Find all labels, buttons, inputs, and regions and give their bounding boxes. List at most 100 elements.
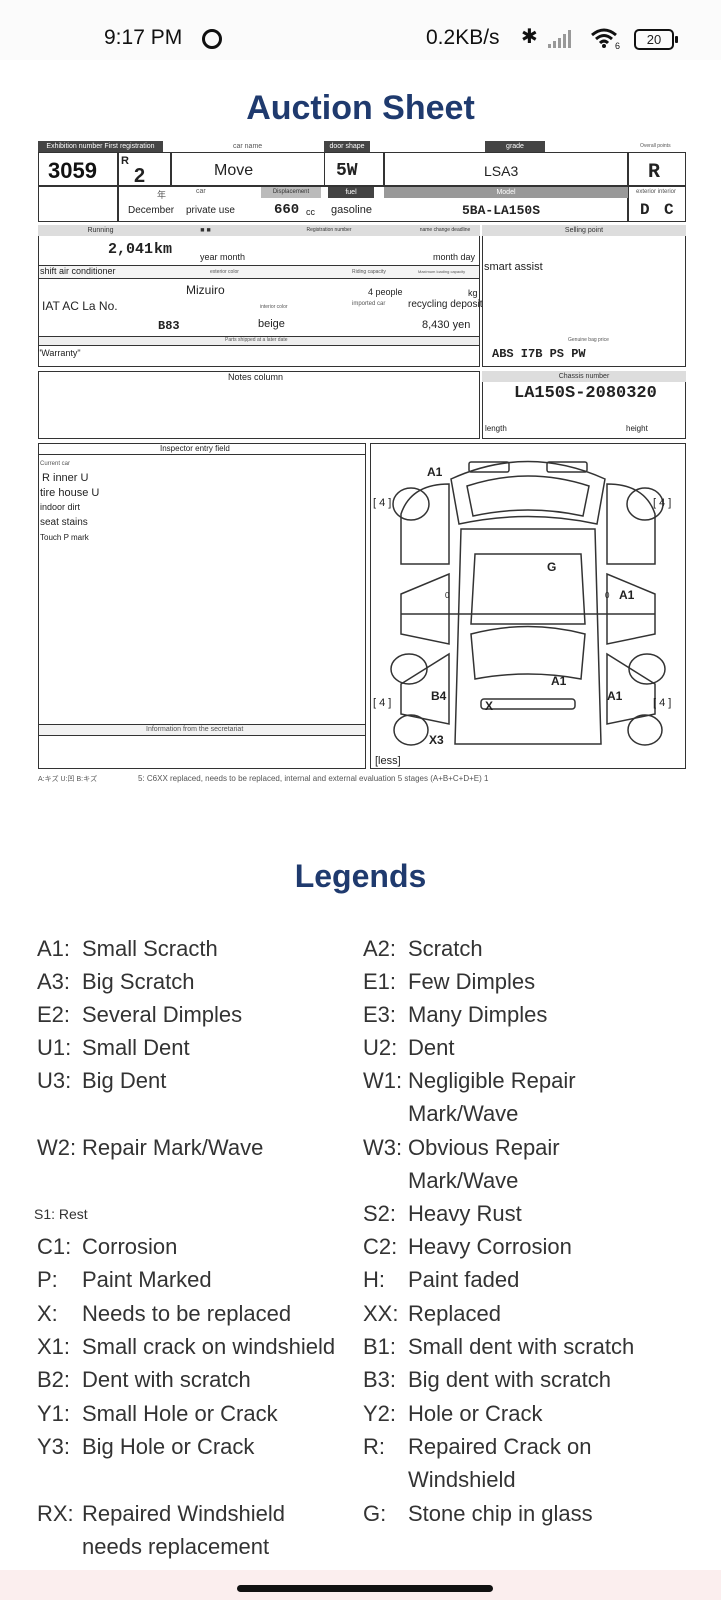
recycling-header: recycling deposit xyxy=(408,299,483,310)
riding-cap-header: Riding capacity xyxy=(352,269,386,275)
car-diagram-drawing: A1 [ 4 ] [ 4 ] G 0 0 A1 A1 A1 B4 [ 4 ] [… xyxy=(373,460,671,767)
recycling-deposit: 8,430 yen xyxy=(422,319,471,331)
legend-item: C2:Heavy Corrosion xyxy=(363,1234,572,1259)
year-month: year month xyxy=(200,252,246,262)
auction-sheet: Exhibition number First registration car… xyxy=(38,141,696,787)
less-label: [less] xyxy=(375,755,401,767)
legend-item: E2:Several Dimples xyxy=(37,1002,243,1027)
mark-a1-right: A1 xyxy=(619,588,635,602)
legend-item: H:Paint faded xyxy=(363,1267,520,1292)
wifi-badge: 6 xyxy=(615,41,620,49)
legend-item: B2:Dent with scratch xyxy=(37,1367,251,1392)
legend-item: Y1:Small Hole or Crack xyxy=(37,1401,278,1426)
inspector-note-1: R inner U xyxy=(42,472,89,484)
lot-number: 3059 xyxy=(48,158,97,183)
legend-item: RX:Repaired Windshield xyxy=(37,1501,285,1526)
mileage: 2,041 xyxy=(108,241,154,258)
inspector-header-row xyxy=(38,443,366,455)
kg-unit: kg xyxy=(468,288,478,298)
legend-item: U1:Small Dent xyxy=(37,1035,190,1060)
inspector-note-2: tire house U xyxy=(40,487,100,499)
fuel: gasoline xyxy=(331,204,372,216)
first-reg-cell xyxy=(118,152,171,186)
height-label: height xyxy=(626,424,648,433)
legend-item: E1:Few Dimples xyxy=(363,969,536,994)
exhibition-header: Exhibition number First registration xyxy=(38,141,163,152)
legend-item: B1:Small dent with scratch xyxy=(363,1334,635,1359)
legend-item: C1:Corrosion xyxy=(37,1234,178,1259)
shift-row xyxy=(38,265,480,279)
tire-count-fl: [ 4 ] xyxy=(373,497,391,509)
chassis-number: LA150S-2080320 xyxy=(514,384,657,403)
reg-month: December xyxy=(128,205,175,216)
people: 4 people xyxy=(368,287,403,297)
legend-item: U2:Dent xyxy=(363,1035,455,1060)
grade: LSA3 xyxy=(484,163,519,179)
int-color: beige xyxy=(258,318,285,330)
parts-header: Parts shipped at a later date xyxy=(225,337,288,343)
model: 5BA-LA150S xyxy=(462,203,541,218)
equipment: ABS I7B PS PW xyxy=(492,347,586,361)
inspector-note-3: indoor dirt xyxy=(40,502,81,512)
mark-g: G xyxy=(547,560,556,574)
status-ring-icon xyxy=(202,29,222,49)
secretariat-row xyxy=(38,724,366,736)
page-title: Auction Sheet xyxy=(246,89,475,127)
battery-icon: 20 xyxy=(634,29,678,50)
lot-number-cell xyxy=(38,152,118,186)
mark-zero-right: 0 xyxy=(605,591,610,600)
legend-item: A1:Small Scracth xyxy=(37,936,218,961)
legend-item: X:Needs to be replaced xyxy=(37,1301,292,1326)
mark-a1-rear: A1 xyxy=(551,674,567,688)
running-header: Running xyxy=(38,225,163,236)
ext-grade: D xyxy=(640,201,650,219)
legend-item: W3:Obvious Repair xyxy=(363,1135,560,1160)
legend-item: A3:Big Scratch xyxy=(37,969,195,994)
home-indicator[interactable] xyxy=(237,1585,493,1592)
legend-item: Y2:Hole or Crack xyxy=(363,1401,543,1426)
mark-x3: X3 xyxy=(429,733,444,747)
color-code: B83 xyxy=(158,319,180,333)
legend-item: G:Stone chip in glass xyxy=(363,1501,593,1526)
legend-item: U3:Big Dent xyxy=(37,1068,167,1093)
ext-color-header: exterior color xyxy=(210,269,239,275)
ext-color: Mizuiro xyxy=(186,283,225,297)
mark-a1-front: A1 xyxy=(427,465,443,479)
warranty: "Warranty" xyxy=(38,348,81,358)
car-label: car xyxy=(196,188,206,195)
notes-header: Notes column xyxy=(228,372,284,382)
car-name-header: car name xyxy=(233,143,263,150)
max-load-header: Maximum loading capacity xyxy=(418,269,466,274)
legend-item: S2:Heavy Rust xyxy=(363,1201,522,1226)
door-shape-cell xyxy=(324,152,384,186)
cc-unit: cc xyxy=(306,207,315,217)
legend-item: P:Paint Marked xyxy=(37,1267,212,1292)
legend-item: R:Repaired Crack on xyxy=(363,1434,592,1459)
era: R xyxy=(121,155,129,167)
chassis-header: Chassis number xyxy=(482,371,686,382)
signal-icon xyxy=(548,30,571,48)
legend-item: XX:Replaced xyxy=(363,1301,501,1326)
inspector-note-5: Touch P mark xyxy=(40,533,89,542)
registration-icon-header: ■ ■ xyxy=(163,225,248,236)
current-car-label: Current car xyxy=(40,461,71,467)
status-time: 9:17 PM xyxy=(104,26,183,49)
footer-note: 5: C6XX replaced, needs to be replaced, … xyxy=(138,774,489,783)
model-header: Model xyxy=(384,187,628,198)
legend-item: B3:Big dent with scratch xyxy=(363,1367,611,1392)
grade-header: grade xyxy=(485,141,545,152)
displacement: 660 xyxy=(274,202,300,218)
parts-row xyxy=(38,336,480,346)
year-kanji: 年 xyxy=(157,190,167,200)
legend-item: A2:Scratch xyxy=(363,936,483,961)
genuine-header: Genuine bag price xyxy=(568,337,609,343)
spec-row xyxy=(118,186,628,222)
km-unit: km xyxy=(154,241,173,258)
month-day: month day xyxy=(433,252,476,262)
legend-item: W1:Negligible Repair xyxy=(363,1068,576,1093)
legend-item: X1:Small crack on windshield xyxy=(37,1334,336,1359)
displacement-header: Displacement xyxy=(261,187,321,198)
imported-header: imported car xyxy=(352,301,386,307)
tire-count-rr: [ 4 ] xyxy=(653,697,671,709)
score: R xyxy=(648,161,661,184)
